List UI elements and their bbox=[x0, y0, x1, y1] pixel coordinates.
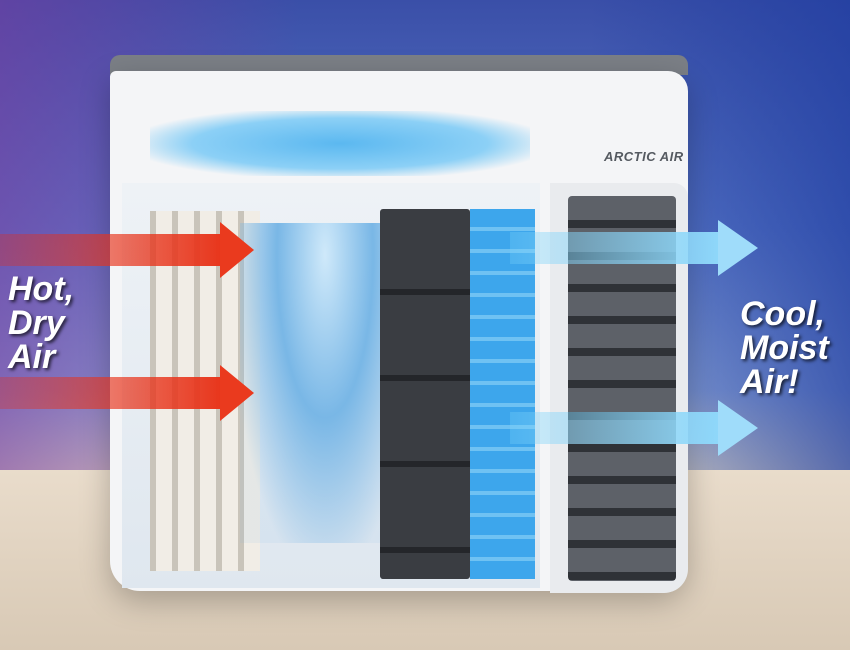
caption-line: Cool, bbox=[740, 295, 825, 333]
cool-moist-air-caption: Cool, Moist Air! bbox=[740, 297, 829, 399]
brand-label: ARCTIC AIR bbox=[604, 149, 684, 164]
air-cooler-device: ARCTIC AIR bbox=[110, 55, 690, 600]
device-shell: ARCTIC AIR bbox=[110, 71, 688, 593]
filter-frame bbox=[380, 209, 470, 579]
caption-line: Moist bbox=[740, 329, 829, 367]
hot-dry-air-caption: Hot, Dry Air bbox=[8, 272, 74, 374]
hot-air-arrow-bottom bbox=[0, 365, 255, 421]
hot-air-arrow-top bbox=[0, 222, 255, 278]
device-top-lid bbox=[110, 55, 688, 75]
caption-line: Hot, bbox=[8, 270, 75, 308]
cool-air-arrow-top bbox=[510, 220, 760, 276]
caption-line: Air bbox=[8, 338, 56, 376]
caption-line: Air! bbox=[740, 363, 799, 401]
cooling-filter bbox=[470, 209, 535, 579]
caption-line: Dry bbox=[8, 304, 65, 342]
water-tank-glow bbox=[150, 111, 530, 176]
cool-air-arrow-bottom bbox=[510, 400, 760, 456]
